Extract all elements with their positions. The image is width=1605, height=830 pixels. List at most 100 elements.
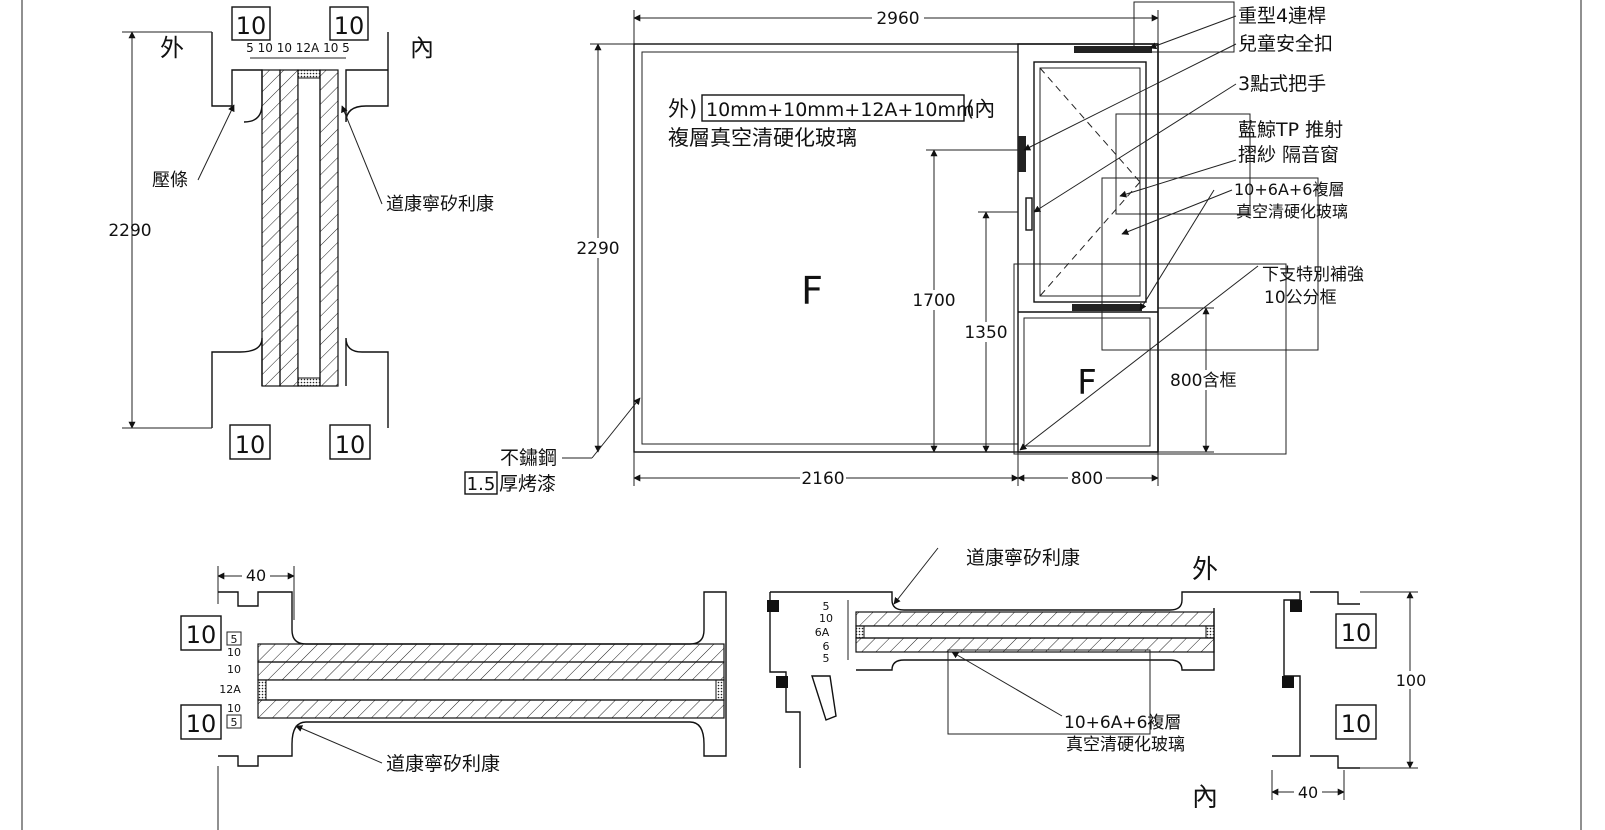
plan-layer-left-3: 12A <box>219 683 241 696</box>
dim-800-text: 800 <box>1071 469 1103 489</box>
spacer-top <box>297 69 321 79</box>
plan-dim-40-left-bg <box>242 566 270 584</box>
elev-height-dim: 2290 <box>576 239 619 259</box>
plan-profile-box-right-bottom <box>1335 704 1377 740</box>
plan-glass-callout-box <box>947 649 1151 735</box>
plan-gasket-4 <box>1282 676 1294 688</box>
dim-1700-bg <box>912 290 958 310</box>
sash-opening-line-1 <box>1039 67 1141 183</box>
callout-leader-6 <box>1019 265 1259 451</box>
plan-profile-left-bottom: 10 <box>186 710 217 738</box>
plan-layer-left-0: 5 <box>231 633 238 646</box>
profile-label-bottom-left: 10 <box>235 431 266 459</box>
profile-label-top-right: 10 <box>334 12 365 40</box>
bead-label: 壓條 <box>152 170 188 191</box>
plan-section: 40 10 10 5 10 10 12A 10 5 道康寧矽利康 <box>180 547 1428 830</box>
plan-profile-box-left-top <box>180 615 222 651</box>
callout-box-1 <box>1133 1 1235 53</box>
sash-outer <box>1033 61 1147 303</box>
frame-note-box-text: 1.5 <box>467 474 496 495</box>
callouts: 重型4連桿 兒童安全扣 3點式把手 藍鯨TP 推射 摺紗 隔音窗 10+6A+6… <box>1013 1 1364 455</box>
side-outside-label: 外 <box>160 34 184 62</box>
plan-sealant-right: 道康寧矽利康 <box>966 547 1080 569</box>
plan-inside-label: 內 <box>1192 783 1218 813</box>
plan-left-glass-2 <box>257 661 725 681</box>
callout-bottom-line1: 下支特別補強 <box>1262 265 1364 285</box>
frame-note-box <box>464 471 498 495</box>
bottom-bar-hardware <box>1072 304 1142 311</box>
profile-label-top-left: 10 <box>236 12 267 40</box>
plan-dim-40-right: 40 <box>1298 783 1318 802</box>
fixed-lower-right-mark: F <box>1077 363 1097 403</box>
right-bay-frame <box>1017 43 1159 453</box>
dim-800-bg <box>1068 468 1106 488</box>
plan-right-frame-outer <box>770 591 1301 757</box>
sash-opening-line-2 <box>1039 181 1141 297</box>
plan-right-spacer-b <box>1205 625 1215 639</box>
plan-right-spacer-a <box>855 625 865 639</box>
plan-profile-box-right-top <box>1335 613 1377 649</box>
callout-leader-1 <box>1149 15 1237 50</box>
glass-spec-line2: 複層真空清硬化玻璃 <box>668 126 857 150</box>
plan-layer-left-1: 10 <box>227 646 241 659</box>
plan-left-spacer-b <box>715 679 725 701</box>
plan-layer-left-4: 10 <box>227 702 241 715</box>
callout-child-lock: 兒童安全扣 <box>1238 33 1333 55</box>
dim-800-frame-text: 800含框 <box>1170 371 1236 391</box>
plan-right-sash <box>856 608 1215 671</box>
plan-outside-label: 外 <box>1192 555 1218 585</box>
plan-profile-right-top: 10 <box>1341 619 1372 647</box>
callout-leader-2 <box>1023 43 1237 151</box>
frame-bottom-right <box>345 337 389 428</box>
profile-box-bottom-right <box>329 424 371 460</box>
dim-2160-text: 2160 <box>801 469 844 489</box>
frame-top-right <box>345 32 389 123</box>
plan-sealant-right-leader <box>893 547 939 605</box>
plan-right-end-frame-bottom <box>1310 755 1360 769</box>
callout-box-6 <box>1013 263 1287 455</box>
handle-hardware <box>1025 197 1033 231</box>
plan-dim-100-bg <box>1394 671 1428 689</box>
plan-glass-spec-line1: 10+6A+6複層 <box>1064 713 1181 733</box>
fixed-pane-lower-right <box>1023 317 1151 447</box>
plan-profile-box-left-bottom <box>180 704 222 740</box>
plan-layer-right-3: 6 <box>823 640 830 653</box>
callout-glass-line1: 10+6A+6複層 <box>1234 180 1344 199</box>
plan-layer-right-2: 6A <box>815 626 830 639</box>
side-height-dim: 2290 <box>108 221 151 241</box>
plan-right-glass-2 <box>855 637 1215 653</box>
dim-1350-bg <box>964 322 1010 342</box>
glass-spec-prefix: 外) <box>668 97 697 121</box>
fixed-left-mark: F <box>801 269 823 313</box>
plan-left-glass-3 <box>257 699 725 719</box>
profile-label-bottom-right: 10 <box>335 431 366 459</box>
plan-gasket-3 <box>1290 600 1302 612</box>
plan-layer-right-4: 5 <box>823 652 830 665</box>
frame-note-leader <box>591 397 641 459</box>
plan-left-spacer-a <box>257 679 267 701</box>
callout-leader-5 <box>1121 189 1233 235</box>
glass-spec-box-text: 10mm+10mm+12A+10mm <box>706 99 975 121</box>
link-arm-hardware <box>1074 46 1152 53</box>
callout-link-arm: 重型4連桿 <box>1238 5 1326 27</box>
glass-spec-box <box>701 94 965 122</box>
plan-glass-spec-line2: 真空清硬化玻璃 <box>1066 735 1185 755</box>
plan-layer-right-0: 5 <box>823 600 830 613</box>
plan-right-end-frame-top <box>1310 591 1360 605</box>
width-dim-bg <box>872 8 924 28</box>
side-inside-label: 內 <box>410 34 434 62</box>
layer-dims-label: 5 10 10 12A 10 5 <box>246 41 350 55</box>
elev-height-dim-bg <box>572 238 624 258</box>
plan-right-gap <box>855 625 1215 639</box>
plan-dim-100: 100 <box>1396 671 1427 690</box>
plan-left-glass-1 <box>257 643 725 663</box>
plan-layer-box-top <box>226 631 242 646</box>
glass-layer-1 <box>261 69 281 387</box>
plan-profile-right-bottom: 10 <box>1341 710 1372 738</box>
plan-handle <box>811 675 837 721</box>
sash-inner <box>1039 67 1141 297</box>
plan-left-frame <box>218 591 727 767</box>
plan-right-frame-left <box>769 592 801 768</box>
profile-box-top-left <box>231 6 271 41</box>
